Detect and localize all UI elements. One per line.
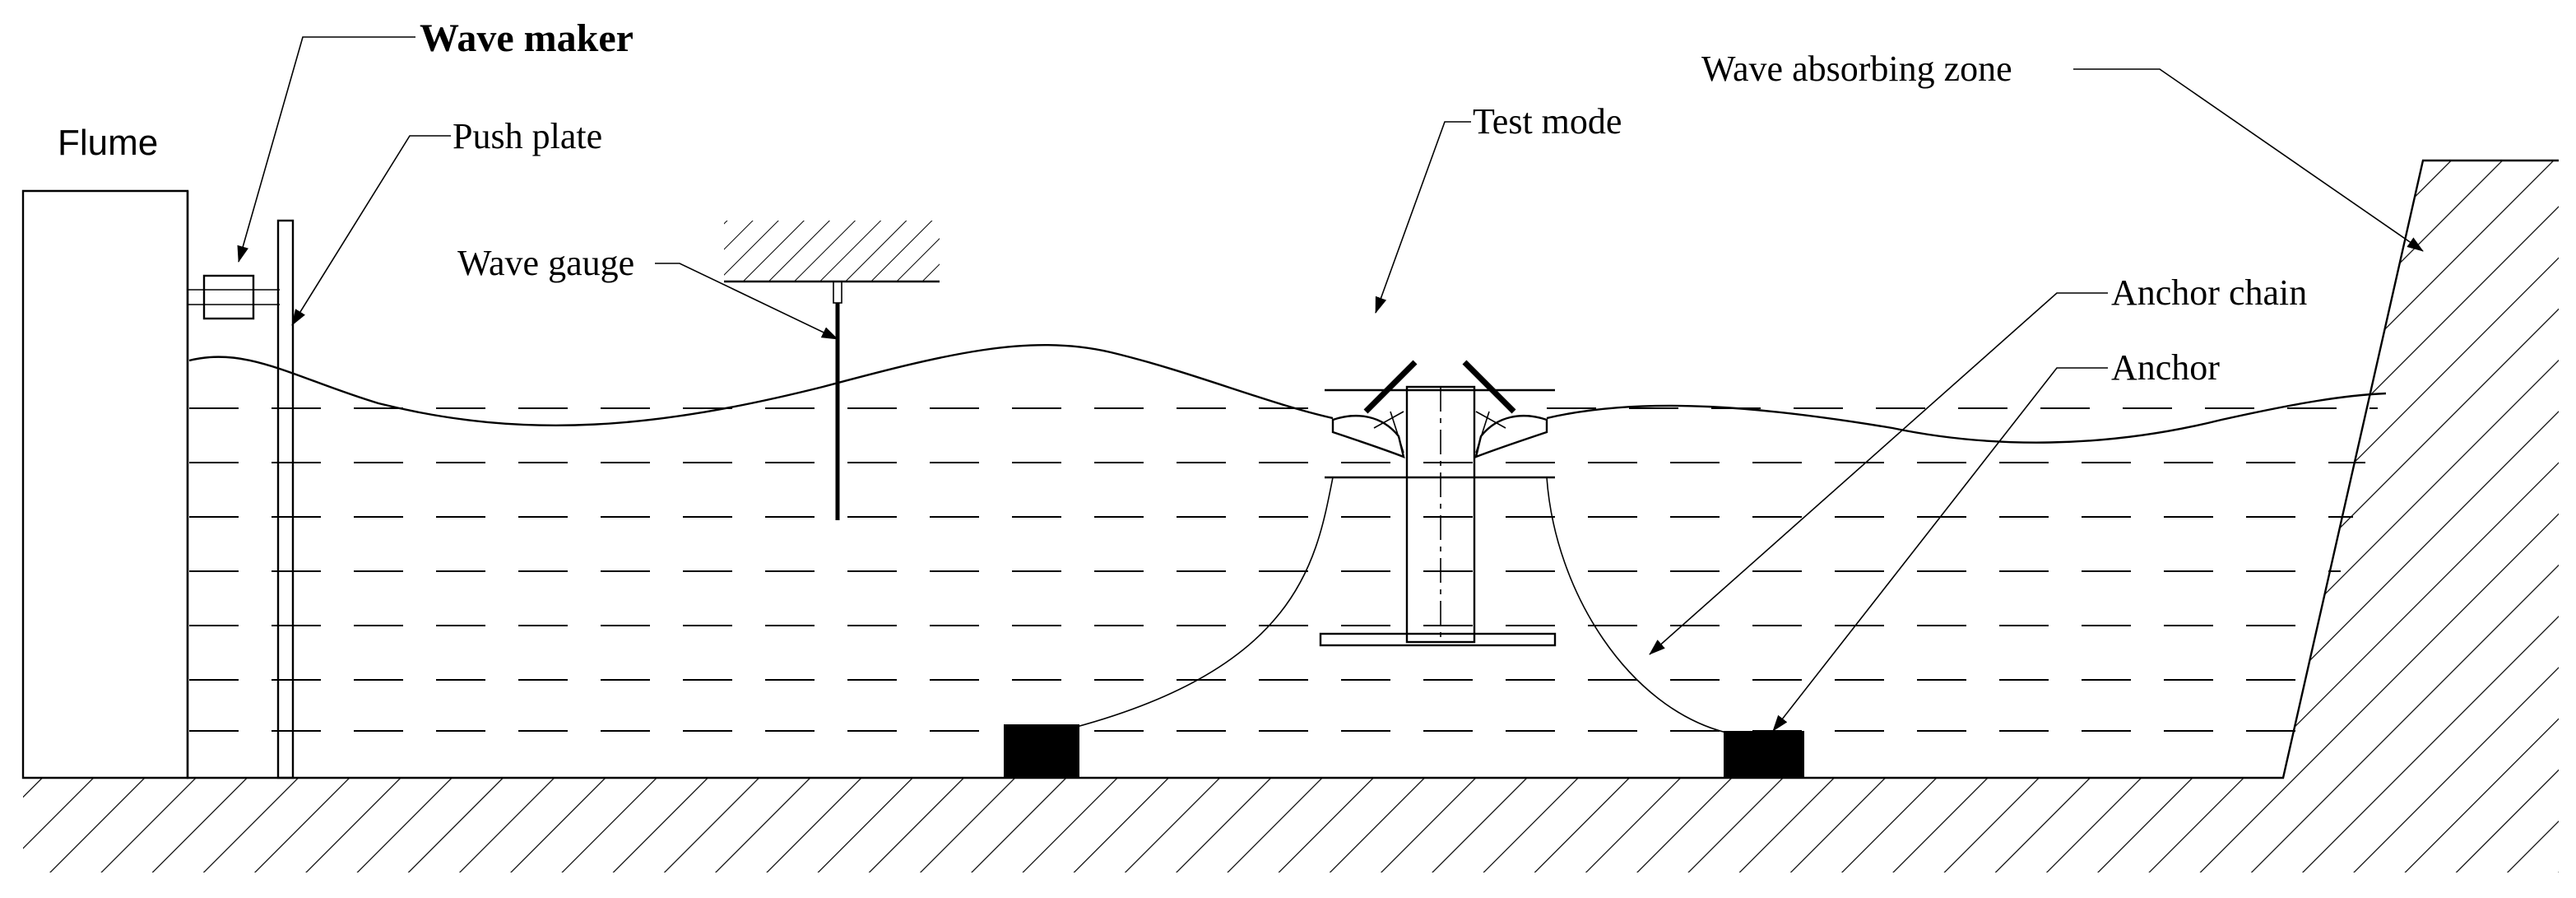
push-plate (276, 219, 295, 779)
flume-inner-outline (186, 159, 2559, 779)
wave-maker-assembly (188, 219, 295, 779)
wave-maker-box (202, 274, 255, 320)
label-wave-absorbing-zone: Wave absorbing zone (1701, 49, 2012, 89)
gauge-support (724, 221, 940, 281)
label-anchor: Anchor (2111, 347, 2220, 388)
anchor-chain-left (1073, 477, 1334, 728)
label-wave-gauge: Wave gauge (457, 243, 634, 283)
anchor-right (1724, 731, 1804, 778)
test-model (1319, 360, 1557, 647)
wave-surface (188, 344, 2387, 444)
label-flume: Flume (58, 123, 158, 163)
anchor-left (1004, 724, 1079, 778)
wave-gauge-assembly (724, 221, 940, 520)
anchor-chain-right (1546, 477, 1727, 733)
label-push-plate: Push plate (453, 116, 602, 156)
flume-structure (21, 159, 2559, 872)
right-slope-wall (2283, 161, 2559, 872)
label-wave-maker: Wave maker (420, 16, 634, 60)
label-test-mode: Test mode (1473, 101, 1622, 142)
left-wall (21, 189, 189, 779)
leader-lines (237, 36, 2424, 732)
water-body (189, 407, 2378, 732)
label-anchor-chain: Anchor chain (2111, 272, 2307, 313)
flume-floor (23, 778, 2283, 872)
